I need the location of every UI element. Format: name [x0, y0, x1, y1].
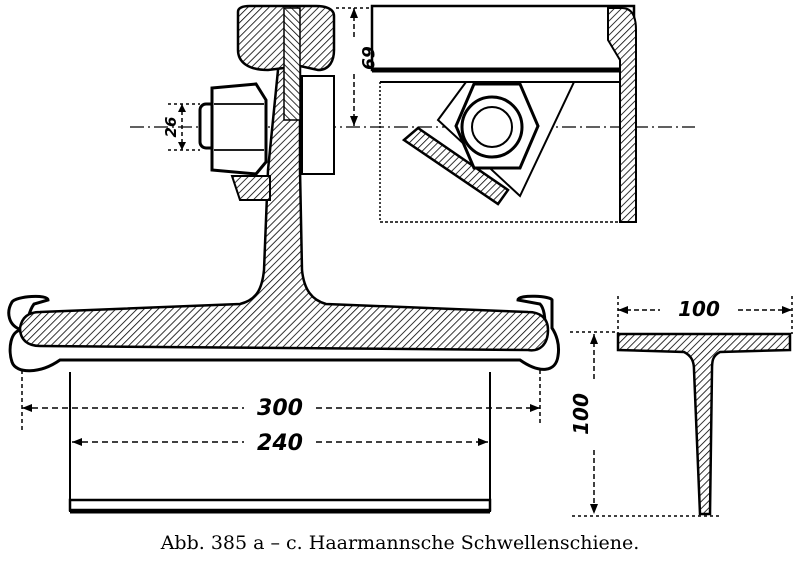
dim-240: 240: [257, 431, 303, 456]
fish-plate: [301, 75, 335, 175]
figure-caption: Abb. 385 a – c. Haarmannsche Schwellensc…: [160, 532, 640, 554]
cross-section-t: [616, 332, 792, 516]
dim-26: 26: [162, 117, 180, 138]
bolt-nut: [198, 82, 271, 201]
dim-300: 300: [257, 396, 303, 421]
rail-head-groove: [283, 7, 301, 121]
sleeper-top-plate: [7, 294, 560, 373]
dim-section-100-height: 100: [569, 393, 593, 435]
rail-profile: [18, 8, 550, 352]
sleeper-body: [68, 372, 492, 514]
top-view: [370, 4, 637, 223]
dim-69: 69: [357, 46, 377, 70]
dimension-arrows: [22, 8, 792, 514]
dim-section-100-width: 100: [678, 297, 720, 321]
dimension-lines: [21, 7, 793, 517]
